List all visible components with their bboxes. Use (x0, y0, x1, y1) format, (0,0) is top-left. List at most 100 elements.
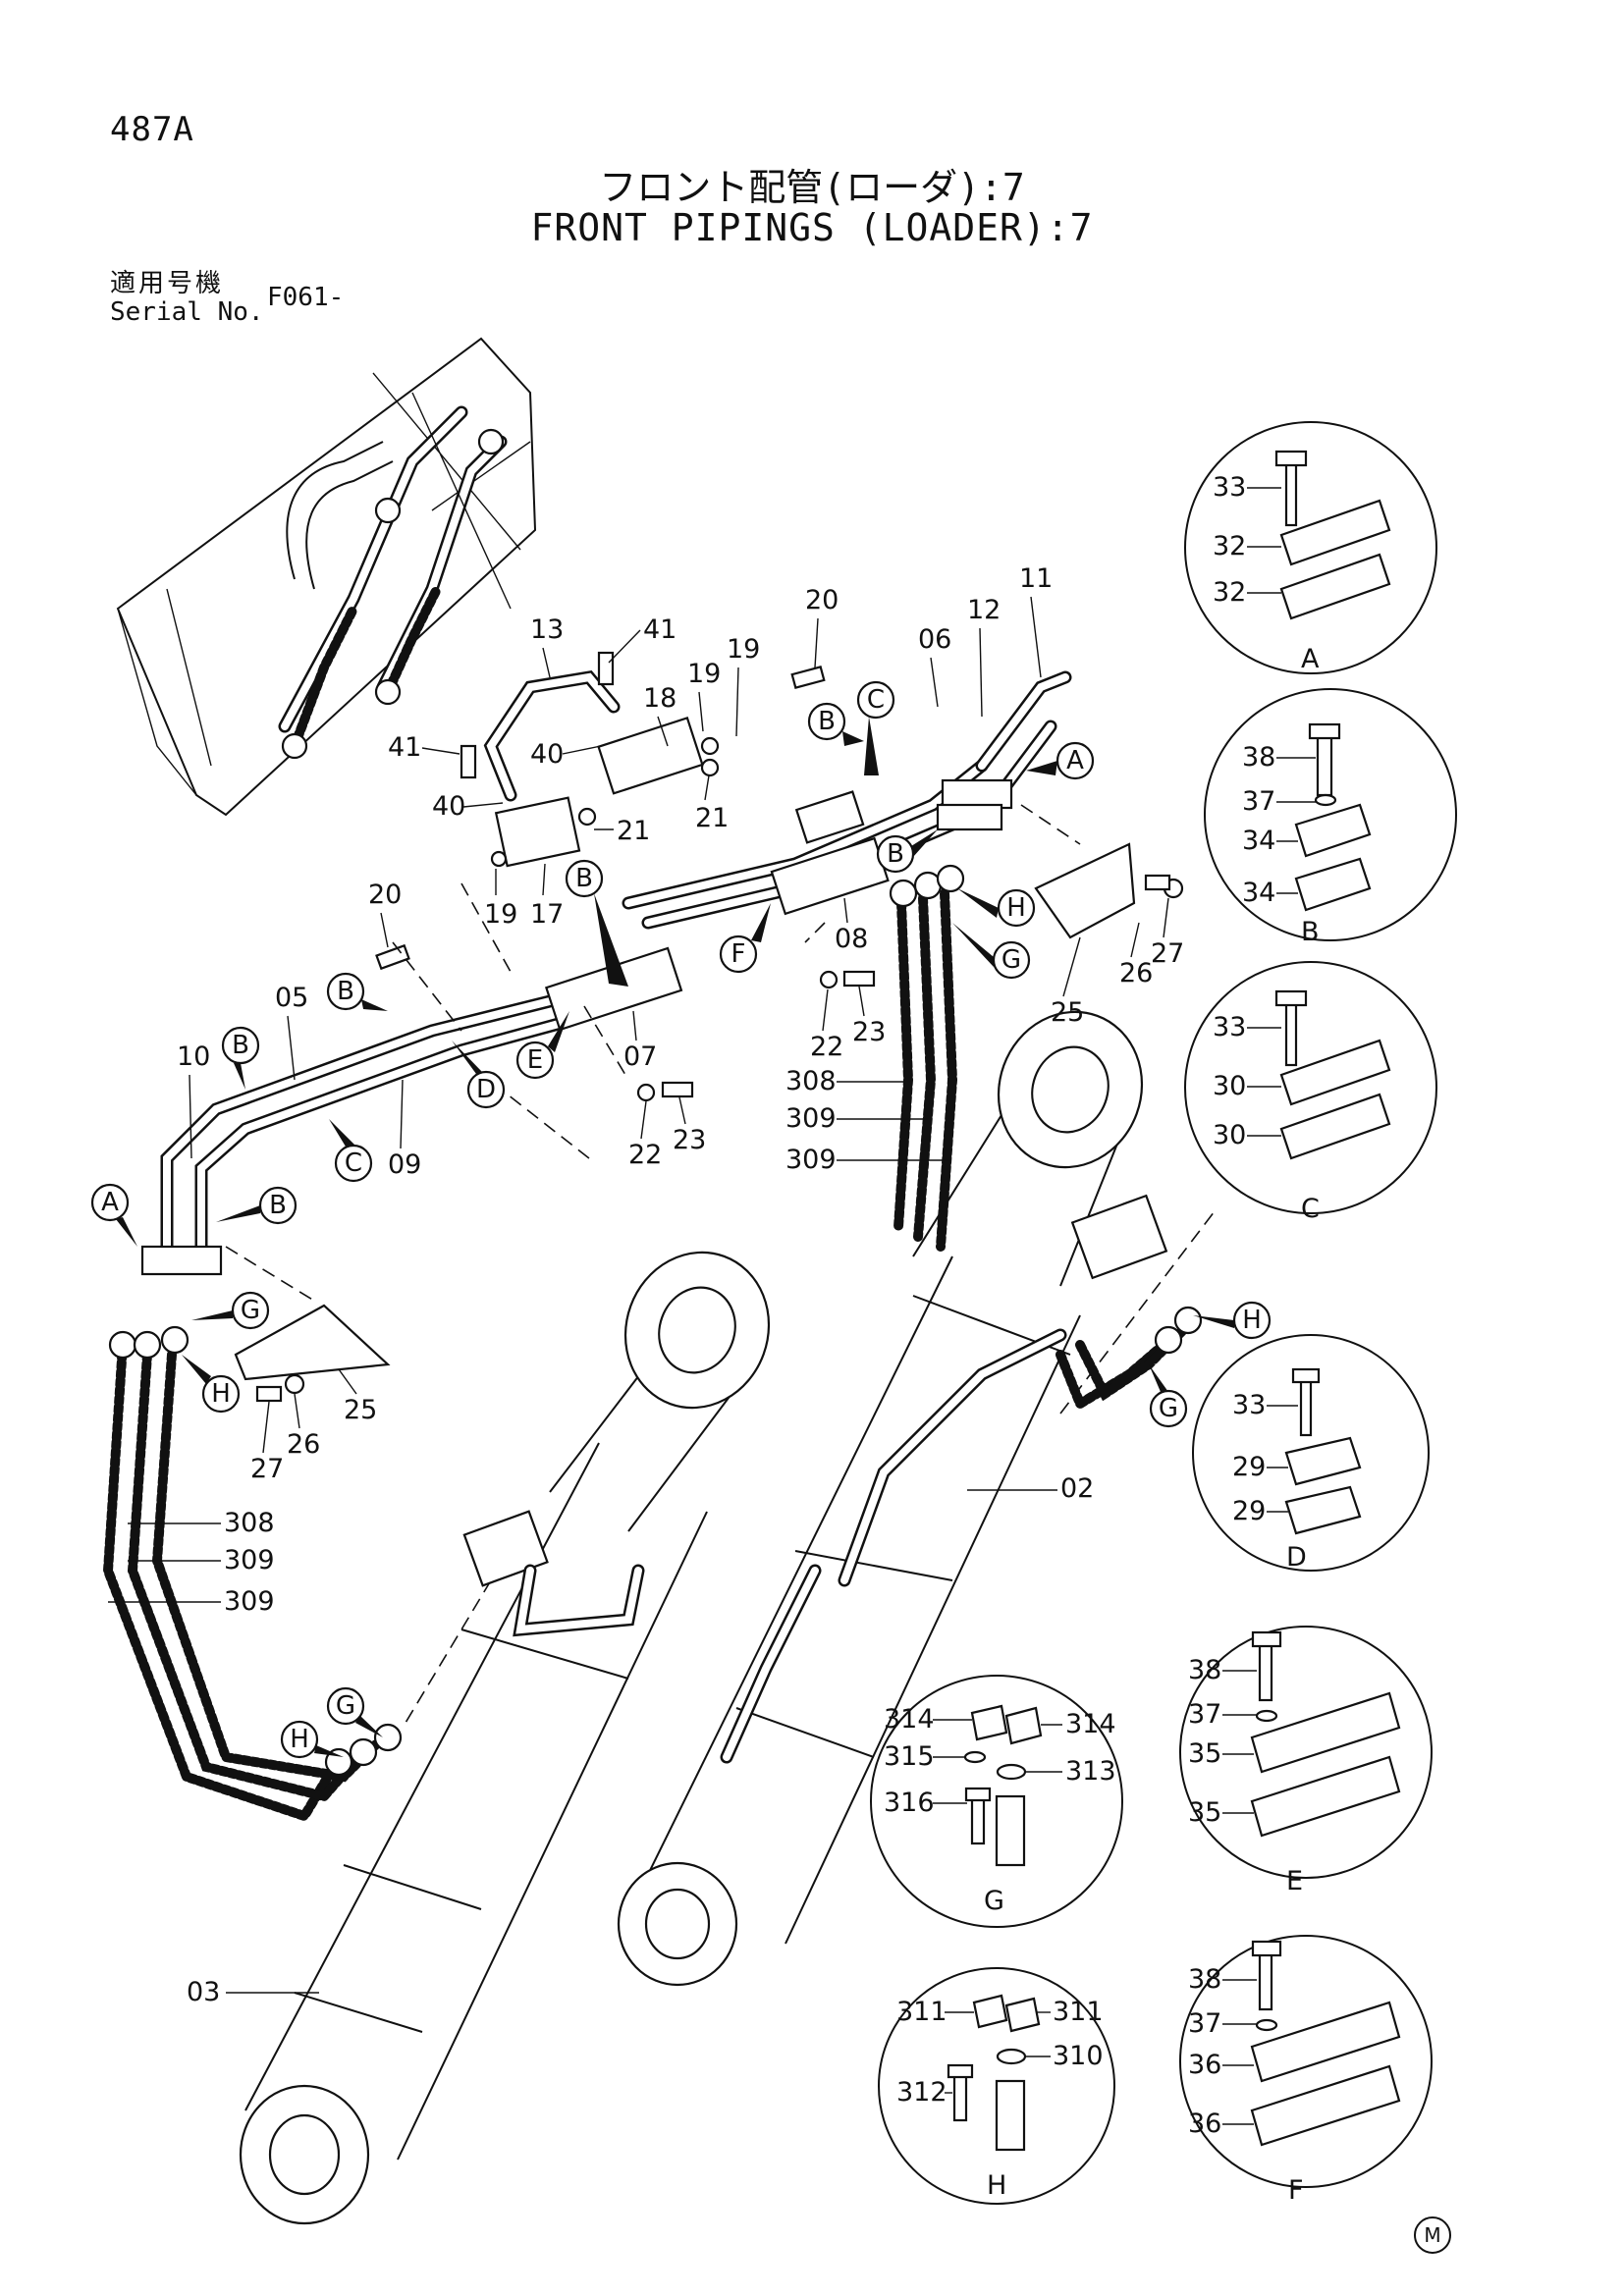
callout-40: 40 (530, 739, 564, 770)
callout-02: 02 (1060, 1473, 1094, 1504)
detail-H-label: H (987, 2170, 1006, 2201)
detail-B-part-38: 38 (1242, 742, 1275, 773)
callout-27: 27 (1151, 938, 1184, 969)
detail-G-part-315: 315 (884, 1741, 935, 1772)
callout-40: 40 (432, 791, 465, 822)
callout-41: 41 (643, 614, 677, 645)
tag-B: B (216, 1186, 298, 1225)
tag-B: B (876, 829, 938, 874)
callout-22: 22 (810, 1032, 843, 1062)
tag-F: F (719, 903, 771, 974)
detail-G-part-313: 313 (1065, 1756, 1116, 1787)
callout-19: 19 (687, 659, 721, 689)
piping-assembly (140, 651, 1218, 1729)
detail-D-part-29: 29 (1232, 1452, 1266, 1482)
serial-label-japanese: 適用号機 (110, 269, 225, 298)
tag-H: H (280, 1720, 344, 1759)
detail-F-part-38: 38 (1188, 1964, 1221, 1995)
detail-E-part-35: 35 (1188, 1797, 1221, 1828)
svg-text:A: A (101, 1188, 119, 1217)
svg-text:E: E (527, 1045, 543, 1075)
title-japanese: フロント配管(ローダ):7 (599, 166, 1025, 209)
detail-C-part-30: 30 (1213, 1120, 1246, 1150)
tag-A: A (1026, 741, 1095, 780)
callout-19: 19 (484, 899, 517, 930)
svg-text:H: H (211, 1379, 231, 1409)
callout-11: 11 (1019, 563, 1053, 594)
detail-circle-F: 38 37 36 36 F (1179, 1935, 1433, 2206)
detail-circle-E: 38 37 35 35 E (1179, 1626, 1433, 1896)
callout-07: 07 (623, 1041, 657, 1072)
detail-circle-D: 33 29 29 D (1192, 1334, 1430, 1573)
callout-309: 309 (785, 1103, 837, 1134)
callout-21: 21 (617, 816, 650, 846)
svg-text:G: G (1001, 945, 1021, 975)
serial-number-value: F061- (267, 283, 345, 312)
serial-label-english: Serial No. (110, 297, 264, 327)
callout-08: 08 (835, 924, 868, 954)
callout-27: 27 (250, 1454, 284, 1484)
detail-B-part-34: 34 (1242, 878, 1275, 908)
svg-text:F: F (731, 939, 746, 969)
detail-H-part-310: 310 (1053, 2041, 1104, 2071)
callout-309: 309 (224, 1545, 275, 1575)
tag-E: E (515, 1011, 569, 1080)
detail-H-part-311: 311 (1053, 1997, 1104, 2027)
tag-A: A (90, 1183, 137, 1247)
svg-text:B: B (232, 1031, 249, 1060)
detail-B-part-34: 34 (1242, 826, 1275, 856)
detail-circle-G: 314 314 315 313 316 G (870, 1675, 1123, 1928)
svg-text:B: B (818, 707, 836, 736)
callout-21: 21 (695, 803, 729, 833)
title-english: FRONT PIPINGS (LOADER):7 (530, 206, 1094, 249)
callout-25: 25 (1051, 997, 1084, 1028)
cylinder-03 (239, 1251, 771, 2225)
loader-overview-sketch (116, 337, 537, 817)
detail-C-part-33: 33 (1213, 1012, 1246, 1042)
svg-text:B: B (269, 1191, 287, 1220)
tag-G: G (326, 1686, 383, 1737)
tag-B: B (326, 972, 388, 1011)
part-callouts: 41 13 18 19 19 41 40 21 40 21 19 17 20 0… (108, 563, 1184, 2007)
svg-text:A: A (1066, 746, 1084, 775)
cylinder-02 (617, 1010, 1168, 1987)
tag-G: G (191, 1291, 270, 1330)
callout-309: 309 (224, 1586, 275, 1617)
page-number: 487A (110, 110, 194, 149)
detail-G-label: G (984, 1886, 1004, 1916)
tag-B: B (221, 1026, 260, 1090)
detail-G-part-314: 314 (884, 1704, 935, 1735)
detail-G-part-314: 314 (1065, 1709, 1116, 1739)
tag-H: H (1193, 1301, 1272, 1340)
detail-E-part-37: 37 (1188, 1699, 1221, 1730)
callout-17: 17 (530, 899, 564, 930)
hose-lines (102, 864, 1203, 1823)
svg-text:D: D (476, 1075, 496, 1104)
callout-309: 309 (785, 1145, 837, 1175)
detail-circle-A: 33 32 32 A (1184, 421, 1437, 674)
detail-circle-H: 311 311 310 312 H (878, 1967, 1115, 2205)
svg-text:B: B (887, 839, 904, 869)
svg-text:C: C (345, 1148, 362, 1178)
detail-C-label: C (1301, 1194, 1320, 1224)
section-tags: B C A B H G B F B E D B C A B G H H G G … (90, 680, 1272, 1759)
svg-text:H: H (290, 1725, 309, 1754)
svg-text:B: B (575, 864, 593, 893)
detail-E-part-35: 35 (1188, 1738, 1221, 1769)
detail-D-part-29: 29 (1232, 1496, 1266, 1526)
detail-F-label: F (1288, 2175, 1304, 2206)
callout-18: 18 (643, 683, 677, 714)
tag-H: H (182, 1355, 241, 1414)
callout-308: 308 (224, 1508, 275, 1538)
detail-circle-C: 33 30 30 C (1184, 961, 1437, 1224)
tag-C: C (856, 680, 895, 775)
callout-20: 20 (805, 585, 839, 615)
callout-09: 09 (388, 1149, 421, 1180)
detail-F-part-37: 37 (1188, 2008, 1221, 2039)
tag-G: G (952, 923, 1031, 980)
callout-41: 41 (388, 732, 421, 763)
detail-E-label: E (1286, 1866, 1303, 1896)
detail-H-part-312: 312 (896, 2077, 947, 2108)
detail-A-part-32: 32 (1213, 531, 1246, 561)
